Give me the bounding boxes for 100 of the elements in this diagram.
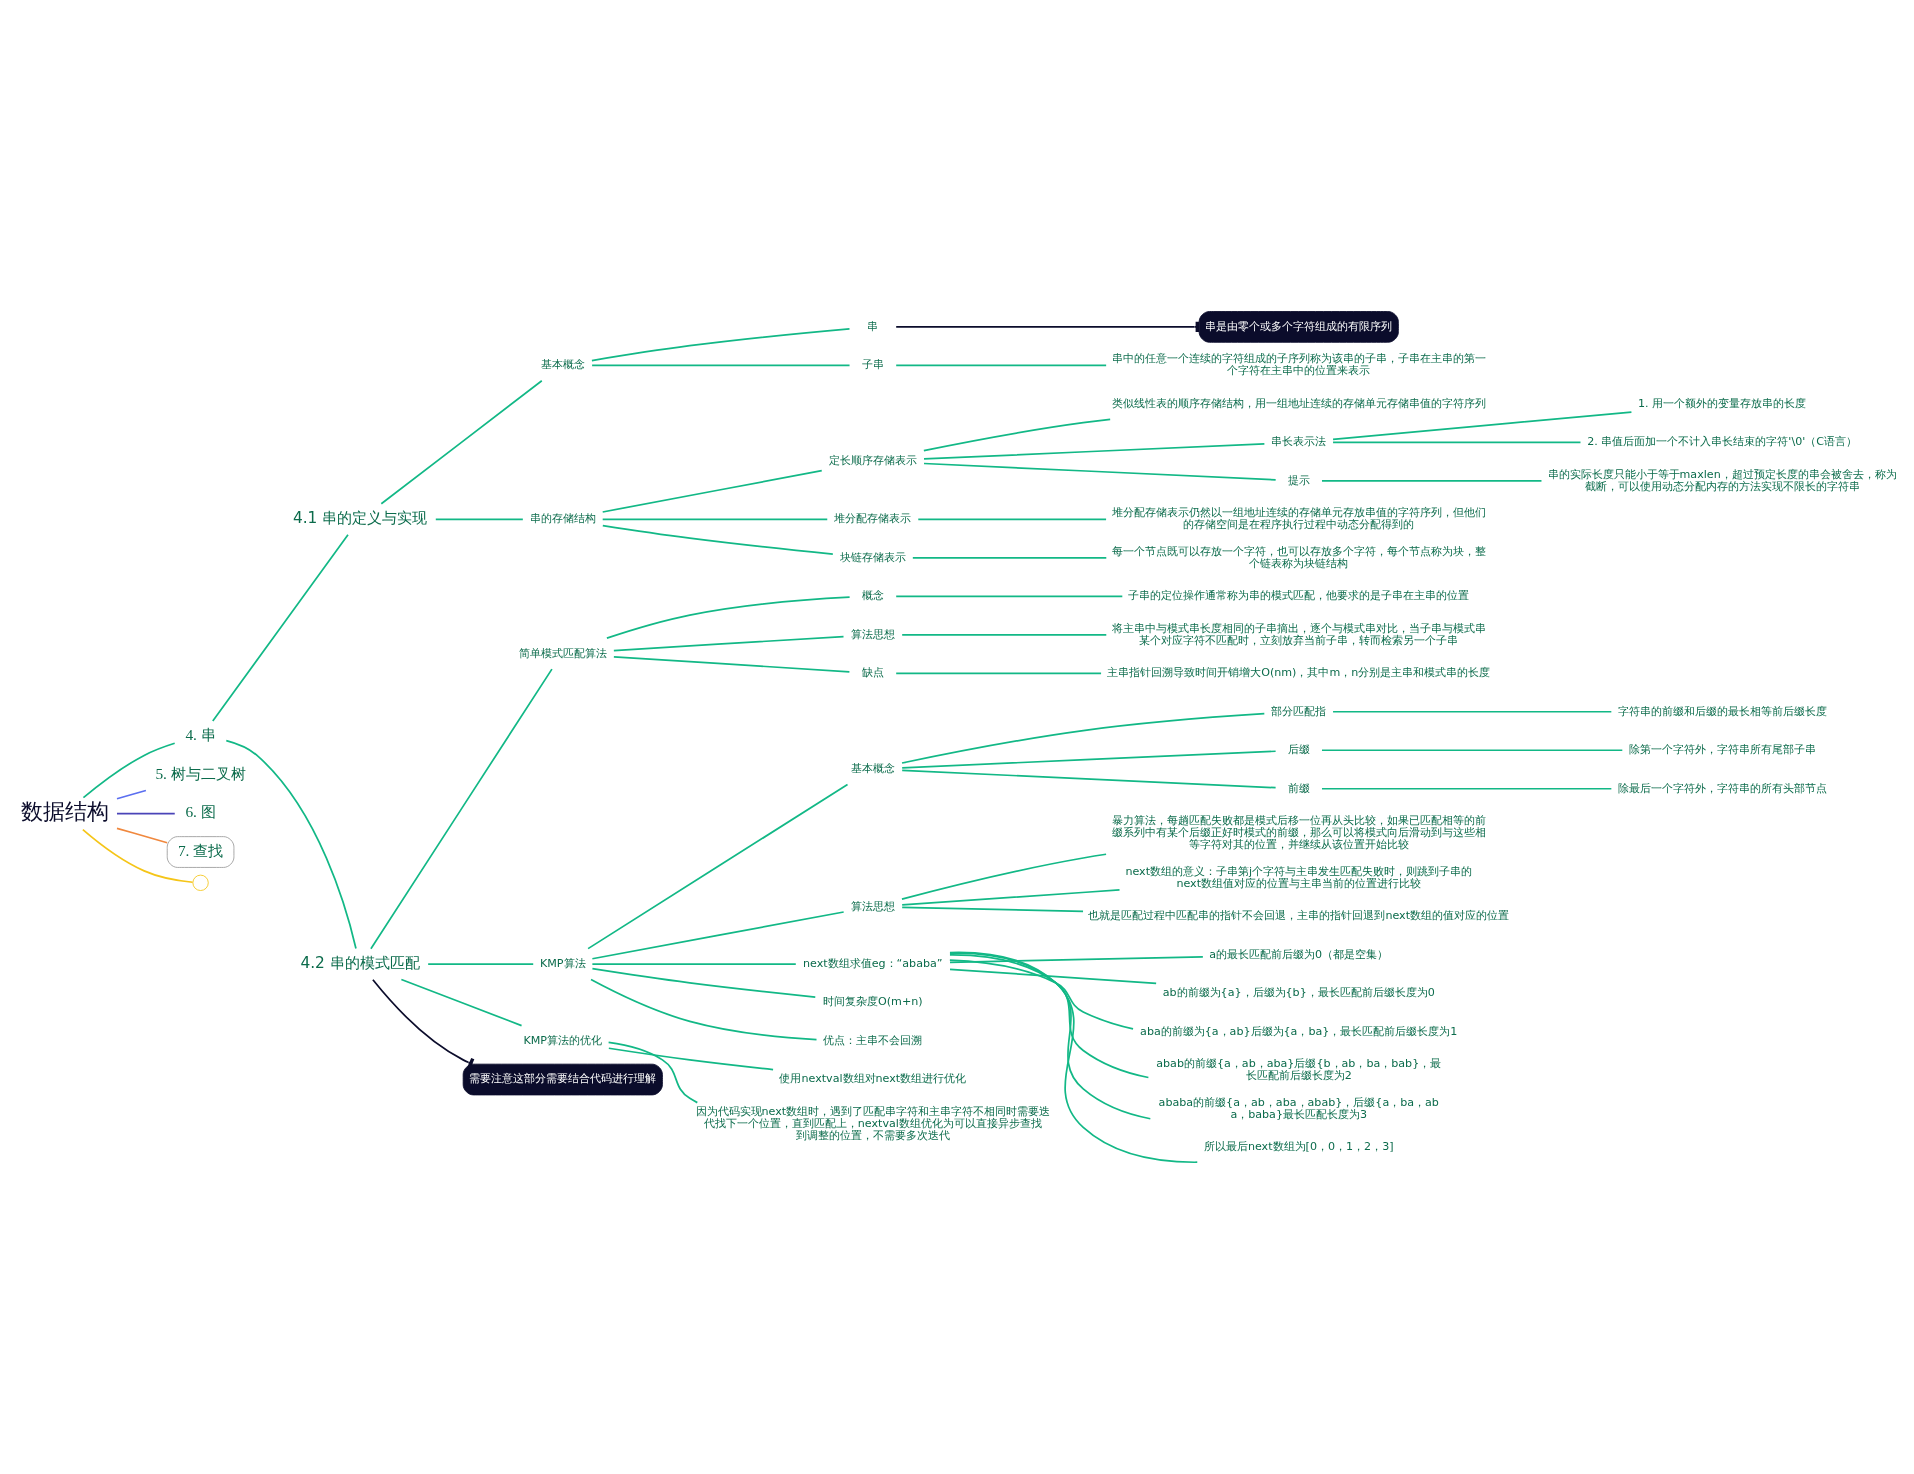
- connector: [948, 968, 1157, 985]
- node-text: 简单模式匹配算法: [518, 646, 607, 660]
- connector: [601, 524, 834, 555]
- node-text: 类似线性表的顺序存储结构，用一组地址连续的存储单元存储串值的字符序列: [1111, 396, 1486, 410]
- node-text: 所以最后next数组为[0，0，1，2，3]: [1203, 1140, 1394, 1154]
- connector: [948, 952, 1151, 1120]
- connector: [922, 443, 1265, 460]
- node-text: 块链存储表示: [839, 550, 906, 564]
- connector: [115, 789, 147, 800]
- connector: [607, 1041, 698, 1104]
- node-text: 4.1 串的定义与实现: [292, 509, 427, 528]
- connector: [601, 469, 823, 513]
- node-text: abab的前缀{a，ab，aba}后缀{b，ab，ba，bab}，最长匹配前后缀长度为2: [1155, 1057, 1441, 1083]
- node-text: 部分匹配指: [1270, 704, 1326, 718]
- connector: [900, 633, 1107, 636]
- connector: [948, 951, 1198, 1164]
- connector: [894, 595, 1123, 598]
- connector: [426, 963, 534, 965]
- node-text: 子串: [861, 358, 884, 372]
- node-text: aba的前缀为{a，ab}后缀为{a，ba}，最长匹配前后缀长度为1: [1139, 1024, 1457, 1038]
- connector: [211, 533, 349, 722]
- connector: [1320, 787, 1612, 790]
- connector: [591, 967, 816, 998]
- connector: [590, 364, 850, 367]
- node-text: 串的实际长度只能小于等于maxlen，超过预定长度的串会被舍去，称为截断，可以使用动态分配内存的方法实现不限长的字符串: [1547, 467, 1897, 493]
- node-text: 堆分配存储表示: [833, 512, 911, 526]
- node-text: ab的前缀为{a}，后缀为{b}，最长匹配前后缀长度为0: [1162, 986, 1435, 1000]
- node-text: 算法思想: [850, 899, 895, 913]
- node-text: 串中的任意一个连续的字符组成的子序列称为该串的子串，子串在主串的第一个字符在主串中的位置来表示: [1111, 352, 1486, 378]
- node-text: 后缀: [1287, 743, 1310, 757]
- connector: [900, 889, 1120, 906]
- node-text: ababa的前缀{a，ab，aba，abab}，后缀{a，ba，aba，baba}最长匹配长度为3: [1158, 1095, 1439, 1121]
- connector: [607, 1047, 774, 1071]
- connector: [948, 954, 1149, 1079]
- node-text: 每一个节点既可以存放一个字符，也可以存放多个字符，每个节点称为块，整个链表称为块链结构: [1111, 544, 1486, 570]
- connector: [586, 783, 848, 950]
- connector: [911, 556, 1107, 559]
- connector: [1331, 710, 1612, 713]
- connector: [1331, 441, 1581, 444]
- connector: [922, 462, 1276, 481]
- node-text: 字符串的前缀和后缀的最长相等前后缀长度: [1617, 704, 1827, 718]
- node-text: 1. 用一个额外的变量存放串的长度: [1637, 396, 1806, 410]
- node-text: next数组的意义：子串第j个字符与主串发生匹配失败时，则跳到子串的next数组值对应的位置与主串当前的位置进行比较: [1124, 864, 1472, 890]
- connector: [612, 655, 850, 673]
- connector: [591, 911, 844, 960]
- node-text: 缺点: [861, 666, 884, 680]
- connector: [589, 978, 817, 1041]
- connector: [922, 418, 1111, 452]
- connector: [601, 518, 828, 521]
- node-text: 除第一个字符外，字符串所有尾部子串: [1628, 743, 1816, 757]
- node-text: 4.2 串的模式匹配: [299, 953, 420, 972]
- node-text: 概念: [861, 589, 884, 603]
- node-text: 6. 图: [184, 803, 216, 821]
- node-text: 串: [866, 319, 878, 333]
- node-text: 优点：主串不会回溯: [822, 1033, 922, 1047]
- node-text: 也就是匹配过程中匹配串的指针不会回退，主串的指针回退到next数组的值对应的位置: [1087, 909, 1509, 923]
- connector: [900, 712, 1265, 764]
- connector: [948, 959, 1134, 1030]
- connector: [434, 518, 524, 521]
- connector: [115, 812, 176, 815]
- connector: [224, 739, 357, 950]
- node-text: 5. 树与二叉树: [154, 764, 246, 782]
- connector: [371, 978, 474, 1069]
- node-text: KMP算法的优化: [523, 1033, 602, 1047]
- node-box: 7. 查找: [166, 836, 234, 868]
- node-text: 前缀: [1287, 781, 1310, 795]
- connector: [591, 963, 797, 965]
- connector: [894, 364, 1107, 367]
- node-text: 使用nextval数组对next数组进行优化: [778, 1072, 966, 1086]
- connector: [900, 906, 1084, 913]
- connector: [900, 750, 1276, 769]
- node-text: 因为代码实现next数组时，遇到了匹配串字符和主串字符不相同时需要迭代找下一个位置，直到匹配上，nextval数组优化为可以直接异步查找到调整的位置，不需要多次迭代: [695, 1104, 1050, 1142]
- node-text: KMP算法: [539, 956, 586, 970]
- connector: [605, 596, 850, 639]
- connector: [900, 769, 1276, 789]
- node-text: 串长表示法: [1270, 435, 1326, 449]
- node-text: 4. 串: [184, 726, 216, 744]
- connector: [948, 955, 1204, 964]
- connector: [900, 853, 1107, 900]
- node-text: 基本概念: [850, 761, 895, 775]
- node-text: 串的存储结构: [529, 512, 596, 526]
- connector: [1320, 749, 1623, 752]
- node-circle: [191, 874, 209, 891]
- connector: [894, 672, 1102, 675]
- connector: [1331, 411, 1632, 441]
- node-text: 将主串中与模式串长度相同的子串摘出，逐个与模式串对比，当子串与模式串某个对应字符不匹配时，立刻放弃当前子串，转而检索另一个子串: [1111, 621, 1486, 647]
- connector: [115, 827, 168, 844]
- node-text: next数组求值eg：“ababa”: [802, 956, 943, 970]
- node-text: 主串指针回溯导致时间开销增大O(nm)，其中m，n分别是主串和模式串的长度: [1106, 666, 1490, 680]
- connector: [379, 379, 543, 505]
- connector: [590, 328, 850, 362]
- node-text: 算法思想: [850, 627, 895, 641]
- node-text: 暴力算法，每趟匹配失败都是模式后移一位再从头比较，如果已匹配相等的前缀系列中有某个后缀正好时模式的前缀，那么可以将模式向后滑动到与这些相等字符对其的位置，并继续从该位置开始比较: [1111, 814, 1486, 852]
- node-text: 基本概念: [540, 358, 585, 372]
- connector: [369, 668, 553, 950]
- node-text: a的最长匹配前后缀为0（都是空集）: [1208, 947, 1388, 961]
- connector: [1320, 480, 1542, 482]
- connector: [612, 635, 844, 652]
- node-text: 数据结构: [20, 798, 109, 824]
- node-text: 子串的定位操作通常称为串的模式匹配，他要求的是子串在主串的位置: [1127, 589, 1469, 603]
